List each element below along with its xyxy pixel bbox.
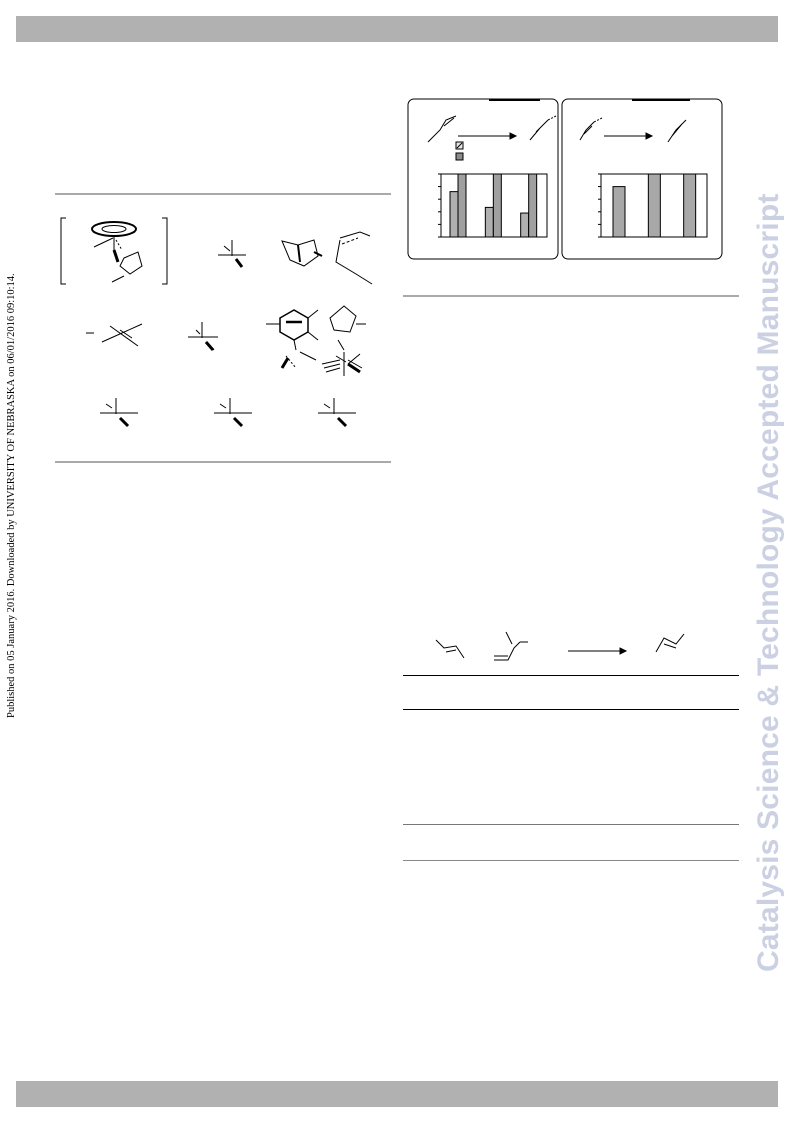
header-bar <box>16 16 778 42</box>
bar <box>528 173 538 238</box>
product-a <box>529 119 549 141</box>
bar <box>457 173 467 238</box>
left-bracket <box>60 217 66 285</box>
right-bracket <box>162 217 168 285</box>
substrate-a <box>427 115 457 143</box>
table-mid-rule <box>403 824 739 825</box>
table-bottom-rule <box>403 860 739 861</box>
chart-b <box>598 173 708 238</box>
footer-bar <box>16 1081 778 1107</box>
bar <box>683 173 697 238</box>
substrate-b <box>579 121 595 141</box>
bar <box>612 186 626 238</box>
chart-a <box>438 173 548 238</box>
scheme-bottom-rule <box>403 295 739 297</box>
panel-a-frame <box>407 98 559 260</box>
legend-grey-swatch <box>455 152 464 161</box>
figure-bottom-rule <box>55 461 391 463</box>
metal-center-1 <box>218 240 246 267</box>
reactant-2 <box>494 631 528 661</box>
reactant-1 <box>435 639 465 659</box>
bar <box>492 173 502 238</box>
table-header-rule <box>403 709 739 710</box>
product-b <box>667 119 687 143</box>
figure-top-rule <box>55 193 391 195</box>
bar <box>647 173 661 238</box>
table-top-rule <box>403 675 739 676</box>
product-tab <box>655 633 685 653</box>
